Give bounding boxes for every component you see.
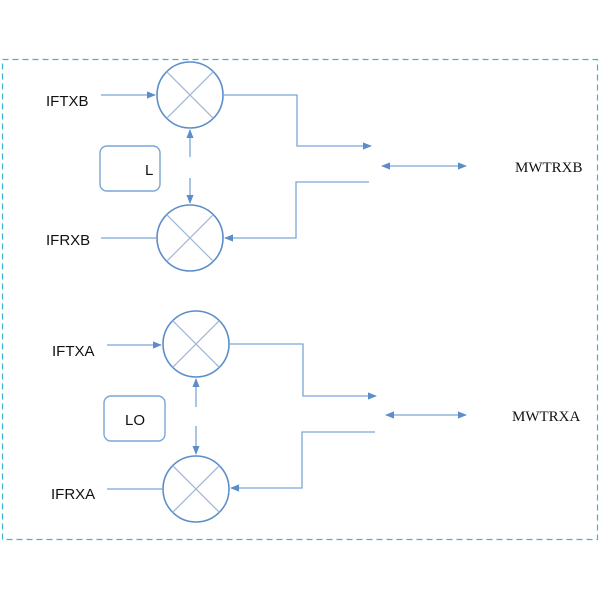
if-tx-input-label: IFTXB (46, 93, 89, 110)
if-rx-output-label: IFRXA (51, 486, 95, 503)
lo-label: L (145, 162, 153, 179)
mixer-x-icon (166, 214, 214, 262)
mixer-x-icon (166, 71, 214, 119)
lo-box (99, 145, 161, 192)
tx-path-wire (223, 94, 372, 150)
rf-port-label: MWTRXB (515, 160, 583, 176)
lo-label: LO (125, 412, 145, 429)
rx-mixer (156, 204, 224, 272)
tx-mixer (162, 310, 230, 378)
rf-port-label: MWTRXA (512, 409, 580, 425)
if-tx-input-label: IFTXA (52, 343, 95, 360)
channel-a: IFTXA LO IFRXA MWTRXA (51, 310, 580, 523)
rx-path-wire (224, 181, 369, 242)
lo-block: L (99, 145, 161, 192)
tx-mixer (156, 61, 224, 129)
dashed-frame (1, 58, 599, 541)
if-rx-output-label: IFRXB (46, 232, 90, 249)
rx-path-wire (230, 431, 375, 492)
lo-block: LO (103, 395, 166, 442)
rx-mixer (162, 455, 230, 523)
mixer-x-icon (172, 465, 220, 513)
channel-b: IFTXB L IFRXB MWTRXB (46, 61, 583, 272)
lo-box (103, 395, 166, 442)
tx-path-wire (229, 343, 377, 400)
mixer-x-icon (172, 320, 220, 368)
